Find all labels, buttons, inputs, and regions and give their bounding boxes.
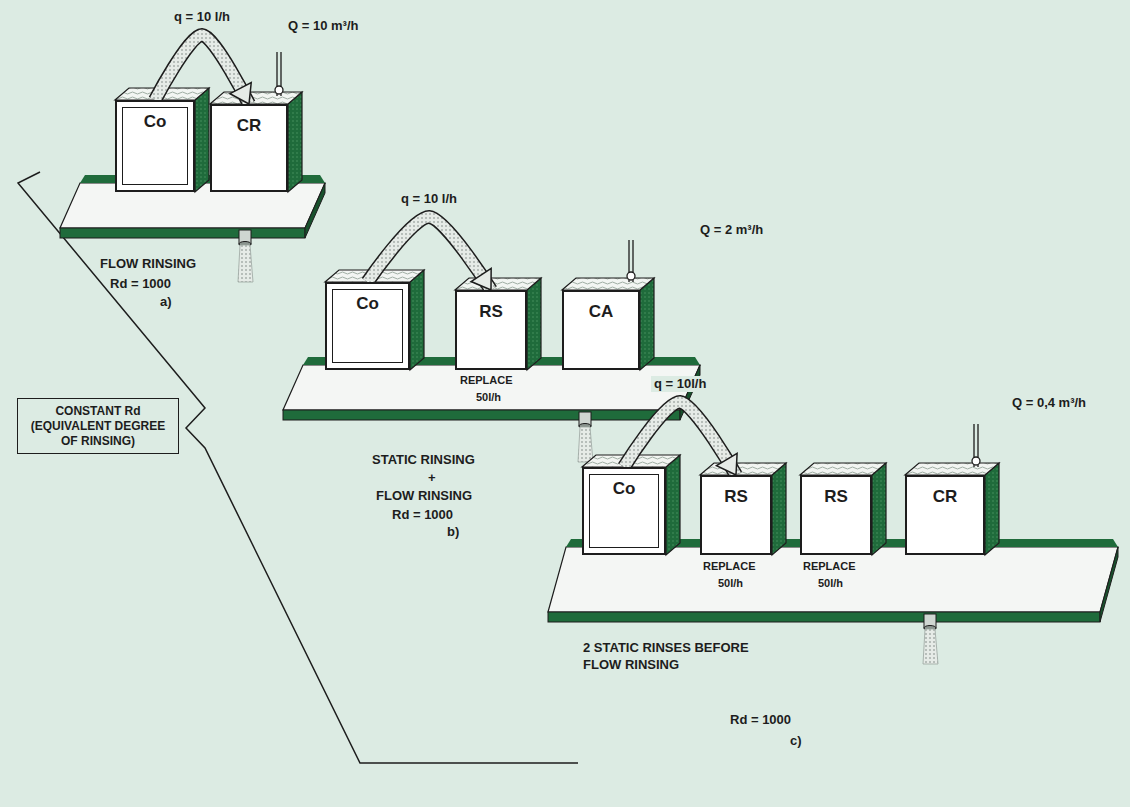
tank-side: [985, 463, 999, 555]
caption-label: c): [790, 733, 802, 749]
rinse-tank: Co: [115, 100, 195, 192]
tank-body: [800, 463, 886, 555]
rinse-tank: Co: [325, 282, 410, 370]
tank-liquid: [562, 278, 654, 290]
caption-label: b): [447, 524, 459, 540]
arrow-outline: [368, 217, 492, 290]
note-text: CONSTANT Rd (EQUIVALENT DEGREE OF RINSIN…: [24, 404, 172, 449]
bracket: [18, 172, 578, 763]
caption-label: Q = 2 m³/h: [700, 222, 763, 238]
caption-label: REPLACE: [703, 559, 756, 573]
tank-body: [562, 278, 654, 370]
tank-label: CR: [933, 487, 958, 507]
tank-faces: [115, 88, 999, 555]
tank-liquid: [800, 463, 886, 475]
tank-label: Co: [356, 294, 379, 314]
tank-liquid: [455, 278, 541, 290]
water-tap: [275, 52, 283, 96]
rinse-tank: CA: [562, 290, 640, 370]
tank-side: [527, 278, 541, 370]
tank-label: CR: [237, 116, 262, 136]
tank-label: Co: [613, 479, 636, 499]
drain-pipe: [923, 614, 938, 664]
tank-body: [905, 463, 999, 555]
tank-liquid: [905, 463, 999, 475]
tank-body: [455, 278, 541, 370]
caption-label: Rd = 1000: [110, 276, 171, 292]
rinse-tank: RS: [455, 290, 527, 370]
tank-label: RS: [824, 487, 848, 507]
caption-label: Rd = 1000: [730, 712, 791, 728]
tank-body: [115, 88, 209, 192]
tank-side: [195, 88, 209, 192]
water-tap: [972, 424, 980, 467]
tank-label: RS: [724, 487, 748, 507]
tank-body: [700, 463, 786, 555]
caption-label: FLOW RINSING: [100, 256, 196, 272]
tank-label: CA: [589, 302, 614, 322]
tank-side: [772, 463, 786, 555]
rinse-tank: RS: [800, 475, 872, 555]
drain-pipe: [238, 230, 253, 282]
arrow-head: [471, 268, 491, 290]
transfer-arrow: [624, 402, 737, 475]
flow-label: q = 10 l/h: [398, 191, 460, 207]
arrow-band: [368, 217, 492, 290]
rinse-tank: Co: [582, 467, 666, 555]
tank-side: [410, 270, 424, 370]
tank-liquid: [700, 463, 786, 475]
caption-label: FLOW RINSING: [376, 488, 472, 504]
caption-label: a): [160, 294, 172, 310]
caption-label: 50l/h: [476, 390, 501, 404]
tank-side: [872, 463, 886, 555]
rinse-tank: CR: [210, 104, 288, 192]
caption-label: Q = 10 m³/h: [288, 18, 358, 34]
tank-liquid: [210, 92, 302, 104]
rinse-tank: RS: [700, 475, 772, 555]
caption-label: +: [428, 470, 436, 486]
arrow-head: [230, 82, 251, 104]
rinse-tank: CR: [905, 475, 985, 555]
caption-label: STATIC RINSING: [372, 452, 475, 468]
caption-label: 50l/h: [818, 576, 843, 590]
tank-body: [210, 92, 302, 192]
caption-label: REPLACE: [460, 373, 513, 387]
tank-label: RS: [479, 302, 503, 322]
caption-label: Rd = 1000: [392, 507, 453, 523]
water-tap: [627, 240, 635, 282]
flow-label: q = 10l/h: [651, 376, 709, 392]
tank-body: [582, 455, 680, 555]
transfer-arrow: [155, 35, 251, 104]
drain-pipe: [578, 412, 593, 462]
arrow-head: [716, 453, 737, 475]
note-box: CONSTANT Rd (EQUIVALENT DEGREE OF RINSIN…: [17, 398, 179, 454]
tank-side: [288, 92, 302, 192]
caption-label: REPLACE: [803, 559, 856, 573]
caption-label: FLOW RINSING: [583, 657, 679, 673]
transfer-arrow: [368, 217, 492, 290]
caption-label: 2 STATIC RINSES BEFORE: [583, 640, 749, 656]
tank-body: [325, 270, 424, 370]
caption-label: Q = 0,4 m³/h: [1012, 395, 1086, 411]
flow-label: q = 10 l/h: [171, 9, 233, 25]
tank-label: Co: [144, 112, 167, 132]
tank-side: [666, 455, 680, 555]
tank-side: [640, 278, 654, 370]
caption-label: 50l/h: [718, 576, 743, 590]
